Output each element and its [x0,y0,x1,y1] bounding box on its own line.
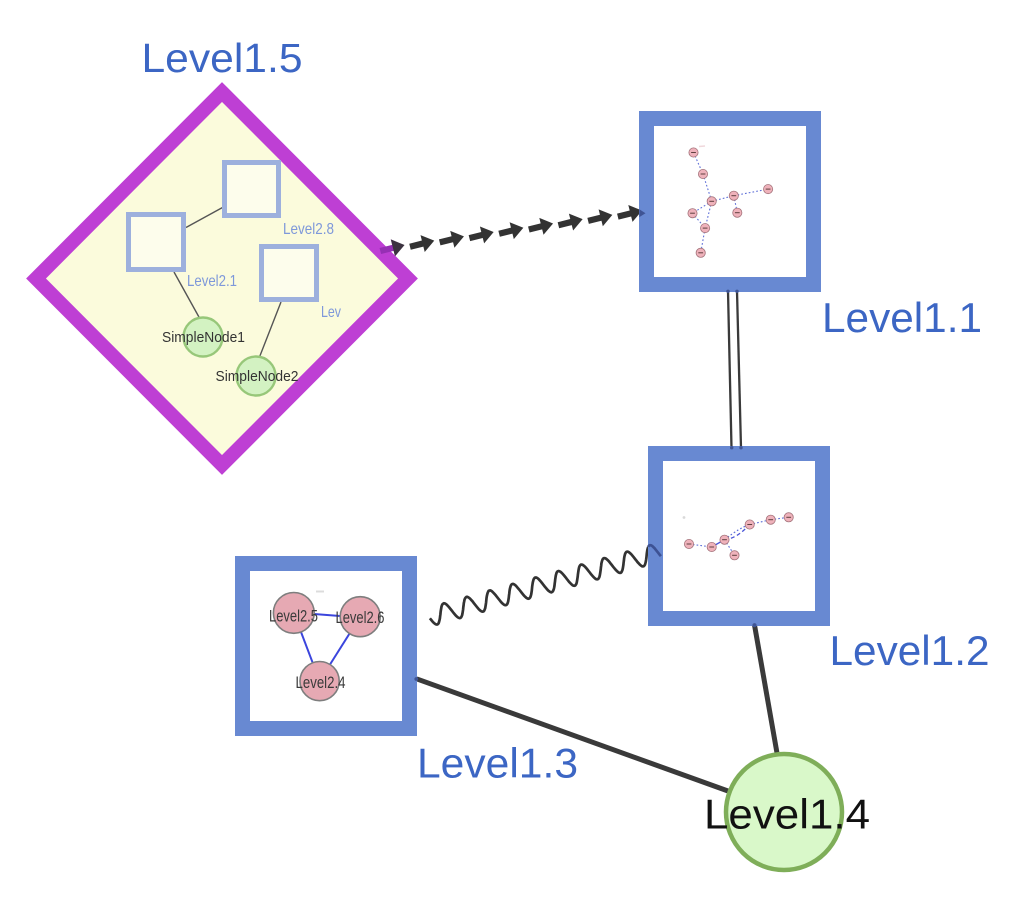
svg-text:Level1.2: Level1.2 [830,627,990,674]
svg-text:Level2.6: Level2.6 [336,609,385,627]
svg-text:Level1.3: Level1.3 [417,740,578,787]
svg-text:SimpleNode1: SimpleNode1 [162,330,245,346]
svg-text:Level2.8: Level2.8 [283,221,334,238]
svg-text:Lev: Lev [321,304,341,321]
svg-text:Level1.5: Level1.5 [142,35,303,81]
svg-text:Level1.4: Level1.4 [704,791,870,838]
svg-text:SimpleNode2: SimpleNode2 [216,369,299,385]
svg-text:Level2.5: Level2.5 [269,608,318,626]
svg-text:Level1.1: Level1.1 [822,294,982,341]
svg-text:Level2.4: Level2.4 [296,674,346,692]
svg-text:Level2.1: Level2.1 [187,273,237,290]
